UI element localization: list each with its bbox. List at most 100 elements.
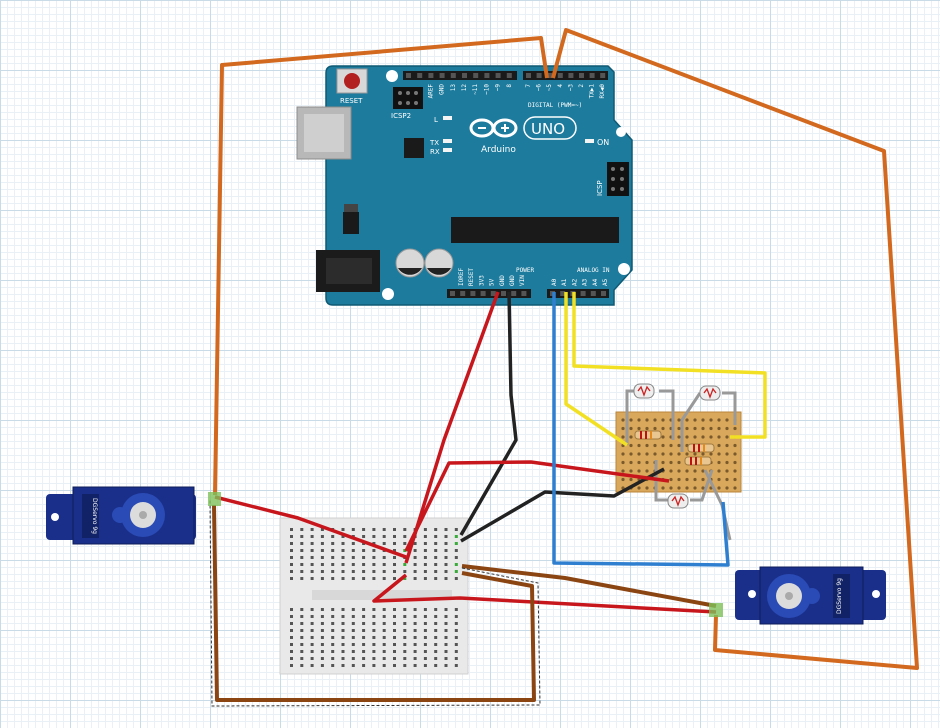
breadboard-hole[interactable] bbox=[454, 535, 458, 538]
perfboard-hole[interactable] bbox=[669, 443, 673, 448]
perfboard-hole[interactable] bbox=[685, 418, 689, 422]
perfboard-hole[interactable] bbox=[661, 486, 665, 490]
servo-right[interactable]: DGServo 9g bbox=[735, 566, 886, 625]
breadboard-hole[interactable] bbox=[382, 528, 386, 531]
breadboard-hole[interactable] bbox=[393, 563, 396, 566]
breadboard-hole[interactable] bbox=[300, 528, 304, 531]
header-pin[interactable] bbox=[460, 291, 466, 296]
breadboard-hole[interactable] bbox=[341, 657, 345, 660]
breadboard-hole[interactable] bbox=[300, 570, 304, 573]
perfboard-hole[interactable] bbox=[685, 435, 689, 439]
breadboard-hole[interactable] bbox=[351, 542, 355, 545]
breadboard-hole[interactable] bbox=[300, 608, 304, 611]
header-pin[interactable] bbox=[526, 73, 531, 78]
breadboard-hole[interactable] bbox=[310, 657, 314, 660]
breadboard-hole[interactable] bbox=[423, 622, 427, 625]
breadboard-hole[interactable] bbox=[331, 657, 335, 660]
breadboard[interactable] bbox=[279, 517, 469, 675]
breadboard-hole[interactable] bbox=[290, 622, 293, 625]
perfboard-hole[interactable] bbox=[669, 469, 673, 473]
breadboard-hole[interactable] bbox=[423, 643, 427, 646]
breadboard-hole[interactable] bbox=[454, 570, 458, 573]
header-pin[interactable] bbox=[568, 73, 574, 78]
breadboard-hole[interactable] bbox=[403, 643, 407, 646]
breadboard-hole[interactable] bbox=[434, 636, 438, 639]
breadboard-hole[interactable] bbox=[454, 577, 458, 580]
perfboard-hole[interactable] bbox=[709, 435, 713, 439]
breadboard-hole[interactable] bbox=[382, 622, 386, 625]
breadboard-hole[interactable] bbox=[444, 622, 448, 625]
wire-black-gnd-perfboard[interactable] bbox=[460, 467, 665, 543]
breadboard-hole[interactable] bbox=[331, 643, 335, 646]
perfboard-hole[interactable] bbox=[685, 452, 689, 456]
breadboard-hole[interactable] bbox=[351, 608, 355, 611]
arduino-uno-board[interactable]: RESET ICSP2 L TX RX ON bbox=[296, 65, 633, 306]
breadboard-hole[interactable] bbox=[341, 629, 345, 632]
header-pin[interactable] bbox=[506, 73, 512, 78]
breadboard-hole[interactable] bbox=[290, 542, 293, 545]
breadboard-hole[interactable] bbox=[351, 622, 355, 625]
breadboard-hole[interactable] bbox=[320, 542, 324, 545]
perfboard-hole[interactable] bbox=[629, 460, 633, 465]
breadboard-hole[interactable] bbox=[423, 636, 427, 639]
breadboard-hole[interactable] bbox=[393, 570, 396, 573]
breadboard-hole[interactable] bbox=[423, 664, 427, 667]
breadboard-hole[interactable] bbox=[403, 535, 407, 538]
breadboard-hole[interactable] bbox=[444, 615, 448, 618]
perfboard-hole[interactable] bbox=[661, 443, 665, 448]
perfboard-hole[interactable] bbox=[717, 469, 721, 473]
header-pin[interactable] bbox=[536, 73, 542, 78]
breadboard-hole[interactable] bbox=[413, 608, 417, 611]
breadboard-hole[interactable] bbox=[310, 577, 314, 580]
breadboard-hole[interactable] bbox=[444, 535, 448, 538]
wire-black-gnd[interactable] bbox=[459, 291, 518, 536]
perfboard-hole[interactable] bbox=[717, 435, 721, 439]
perfboard-hole[interactable] bbox=[645, 452, 649, 456]
perfboard-hole[interactable] bbox=[669, 477, 673, 482]
breadboard-hole[interactable] bbox=[372, 549, 376, 552]
breadboard-hole[interactable] bbox=[331, 650, 335, 653]
breadboard-hole[interactable] bbox=[393, 629, 396, 632]
perfboard-hole[interactable] bbox=[677, 469, 681, 473]
breadboard-hole[interactable] bbox=[331, 629, 335, 632]
perfboard-hole[interactable] bbox=[693, 452, 697, 456]
breadboard-hole[interactable] bbox=[444, 608, 448, 611]
breadboard-hole[interactable] bbox=[320, 615, 324, 618]
header-pin[interactable] bbox=[428, 73, 434, 78]
perfboard-hole[interactable] bbox=[701, 469, 705, 473]
perfboard-hole[interactable] bbox=[637, 443, 641, 448]
breadboard-hole[interactable] bbox=[331, 577, 335, 580]
header-pin[interactable] bbox=[470, 291, 476, 296]
breadboard-hole[interactable] bbox=[413, 622, 417, 625]
breadboard-hole[interactable] bbox=[351, 664, 355, 667]
breadboard-hole[interactable] bbox=[320, 556, 324, 559]
header-pin[interactable] bbox=[473, 73, 479, 78]
breadboard-hole[interactable] bbox=[413, 629, 417, 632]
perfboard-hole[interactable] bbox=[645, 443, 649, 448]
breadboard-hole[interactable] bbox=[382, 657, 386, 660]
breadboard-hole[interactable] bbox=[423, 542, 427, 545]
breadboard-hole[interactable] bbox=[351, 643, 355, 646]
breadboard-hole[interactable] bbox=[362, 636, 366, 639]
breadboard-hole[interactable] bbox=[403, 615, 407, 618]
perfboard-hole[interactable] bbox=[709, 426, 713, 431]
breadboard-hole[interactable] bbox=[310, 622, 314, 625]
breadboard-hole[interactable] bbox=[341, 549, 345, 552]
breadboard-hole[interactable] bbox=[290, 636, 293, 639]
breadboard-hole[interactable] bbox=[403, 650, 407, 653]
breadboard-hole[interactable] bbox=[423, 657, 427, 660]
breadboard-hole[interactable] bbox=[351, 650, 355, 653]
wire-blue-a0[interactable] bbox=[552, 292, 730, 567]
breadboard-hole[interactable] bbox=[310, 636, 314, 639]
header-pin[interactable] bbox=[417, 73, 423, 78]
breadboard-hole[interactable] bbox=[444, 563, 448, 566]
perfboard-hole[interactable] bbox=[725, 469, 729, 473]
perfboard-hole[interactable] bbox=[637, 418, 641, 422]
perfboard-hole[interactable] bbox=[717, 426, 721, 431]
perfboard-hole[interactable] bbox=[669, 460, 673, 465]
breadboard-hole[interactable] bbox=[393, 615, 396, 618]
perfboard-hole[interactable] bbox=[701, 426, 705, 431]
perfboard-hole[interactable] bbox=[725, 443, 729, 448]
breadboard-hole[interactable] bbox=[290, 535, 293, 538]
breadboard-hole[interactable] bbox=[413, 650, 417, 653]
